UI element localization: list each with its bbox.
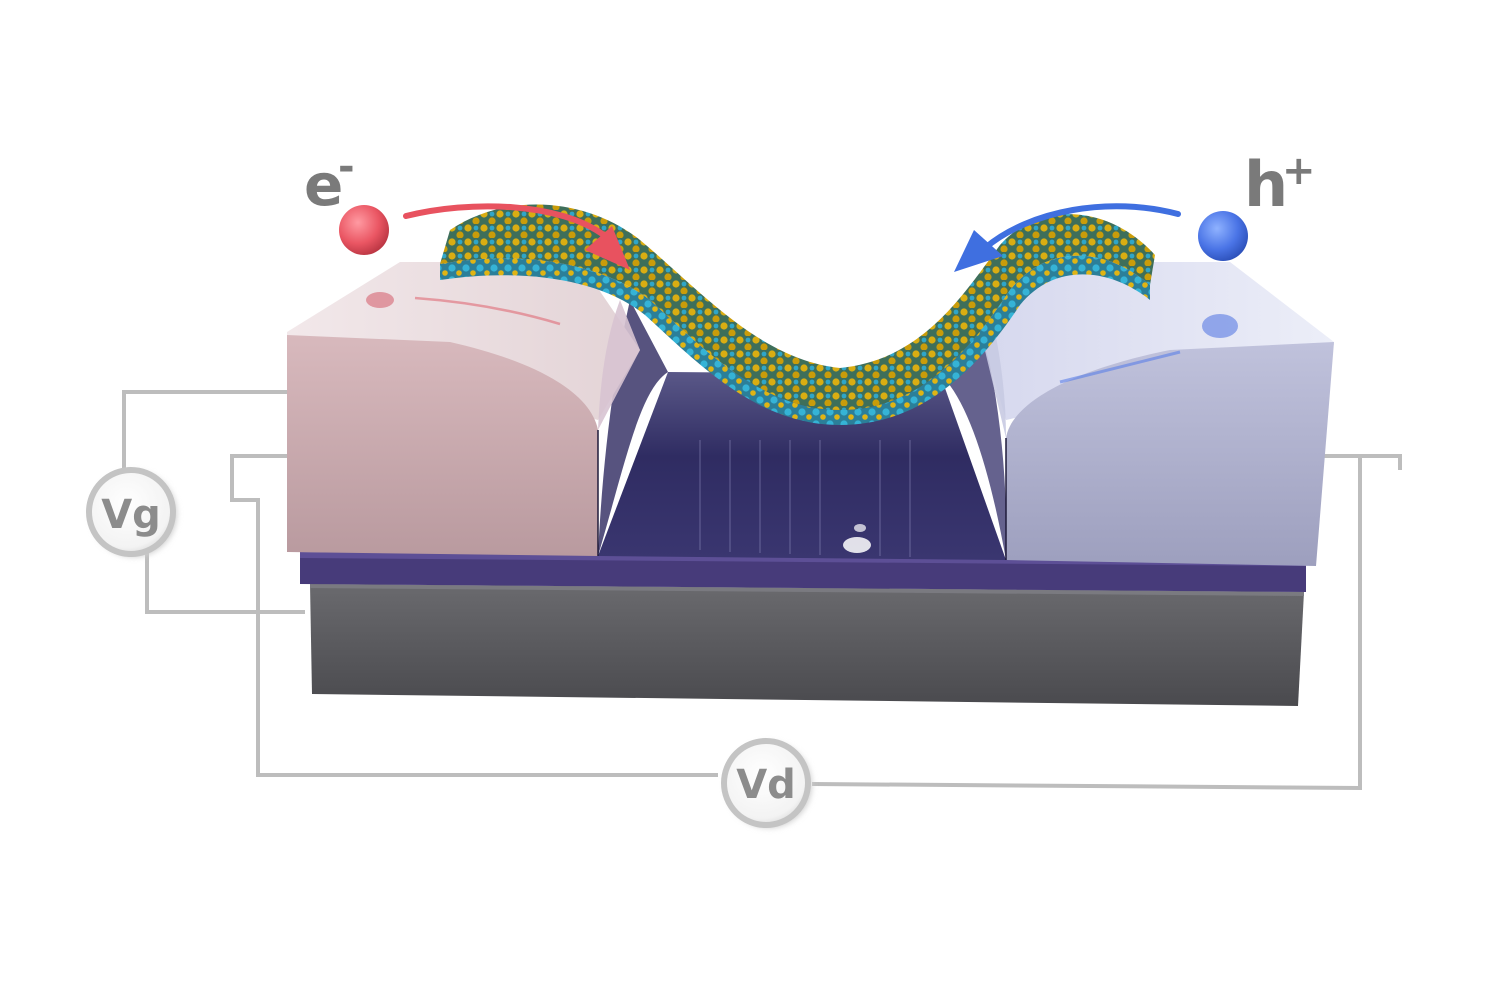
electron-sphere [339,205,389,255]
channel-highlight [843,537,871,553]
channel-trench [598,300,1007,560]
gate-wire-lower [145,540,305,614]
right-reflection-sphere [1202,314,1238,338]
sheet-edge [440,255,1150,425]
channel-floor [598,372,1006,560]
electron-group: e - [304,144,630,270]
substrate [310,584,1304,706]
gate-wire-upper [122,390,287,492]
right-contact-front [1006,342,1334,566]
electron-superscript: - [338,144,355,190]
circle-meter-icon [721,738,811,828]
electron-arrow [403,203,608,239]
hole-arrowhead [954,230,1003,272]
drain-wire-right-outer [1320,454,1402,470]
circuit-wires [122,390,1402,791]
dielectric-front [300,556,1306,592]
channel-right-wall [940,320,1007,560]
dielectric-top-edge [300,552,1306,566]
hole-sphere [1198,211,1248,261]
drain-wire-left [230,454,718,777]
hole-group: h + [954,148,1316,272]
left-reflection-sphere [366,292,394,308]
hole-arrow [982,203,1181,251]
left-reflection-arrow [414,296,561,326]
left-contact-front [287,335,598,556]
vd-label: Vd [736,762,796,808]
channel-highlight-2 [854,524,866,532]
left-contact-inner-face [598,300,640,430]
drain-voltage-meter: Vd [721,738,812,828]
dielectric-layer [300,552,1306,592]
channel-left-wall [598,300,668,556]
substrate-front [310,584,1304,706]
drain-wire-right-down [1360,460,1400,790]
gate-voltage-meter: Vg [86,467,177,557]
right-contact [980,262,1334,566]
substrate-top-edge [310,584,1304,596]
left-contact [287,262,640,556]
right-reflection-arrow [1059,350,1181,384]
hole-superscript: + [1282,148,1316,194]
vg-label: Vg [101,492,161,538]
electron-arrowhead [585,226,630,270]
circle-meter-icon [86,467,176,557]
electron-label: e [304,151,343,219]
channel-streaks [699,440,911,557]
hole-label: h [1244,148,1288,221]
